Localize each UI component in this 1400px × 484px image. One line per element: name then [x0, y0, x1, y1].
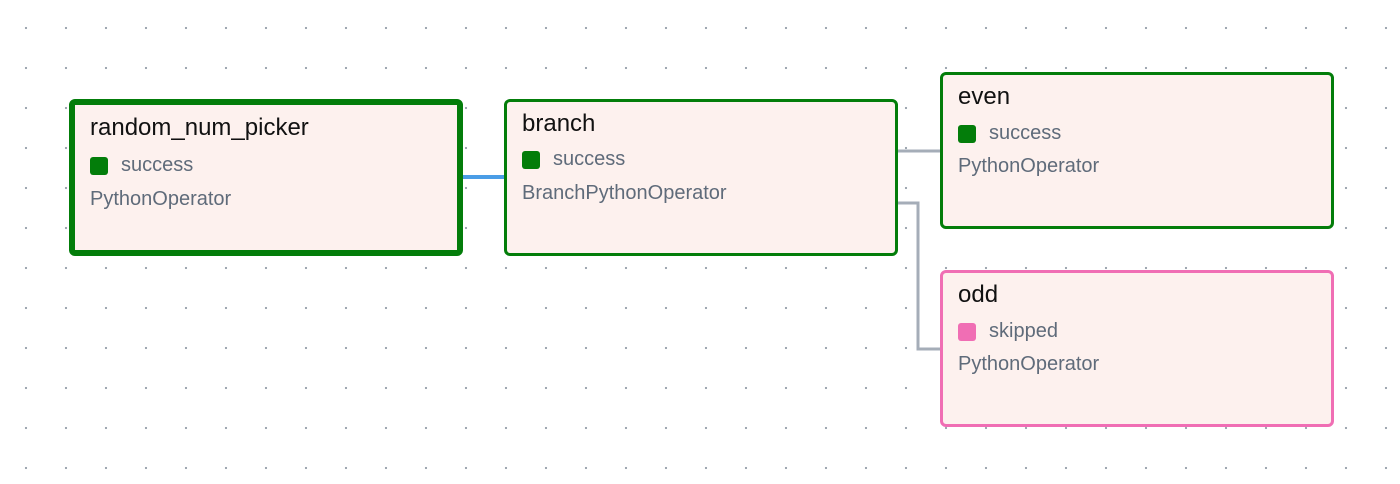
- task-node-branch[interactable]: branch success BranchPythonOperator: [504, 99, 898, 256]
- task-state: skipped: [958, 320, 1058, 343]
- task-operator: PythonOperator: [958, 353, 1100, 375]
- task-title: random_num_picker: [90, 114, 309, 141]
- task-state-label: success: [121, 154, 194, 176]
- task-title: branch: [522, 110, 596, 137]
- state-indicator-icon: [90, 156, 108, 175]
- state-indicator-icon: [522, 150, 540, 169]
- edge-branch-to-odd: [898, 201, 940, 351]
- task-state: success: [522, 148, 625, 171]
- state-indicator-icon: [958, 322, 976, 341]
- task-title: odd: [958, 281, 999, 308]
- state-indicator-icon: [958, 124, 976, 143]
- task-state-label: skipped: [989, 320, 1058, 342]
- task-title: even: [958, 83, 1011, 110]
- task-state: success: [90, 154, 193, 177]
- task-node-odd[interactable]: odd skipped PythonOperator: [940, 270, 1334, 427]
- task-operator: PythonOperator: [90, 188, 232, 210]
- task-state-label: success: [989, 122, 1062, 144]
- task-operator: PythonOperator: [958, 155, 1100, 177]
- task-node-even[interactable]: even success PythonOperator: [940, 72, 1334, 229]
- task-operator: BranchPythonOperator: [522, 182, 727, 204]
- task-state-label: success: [553, 148, 626, 170]
- task-state: success: [958, 122, 1061, 145]
- task-node-random-num-picker[interactable]: random_num_picker success PythonOperator: [69, 99, 463, 256]
